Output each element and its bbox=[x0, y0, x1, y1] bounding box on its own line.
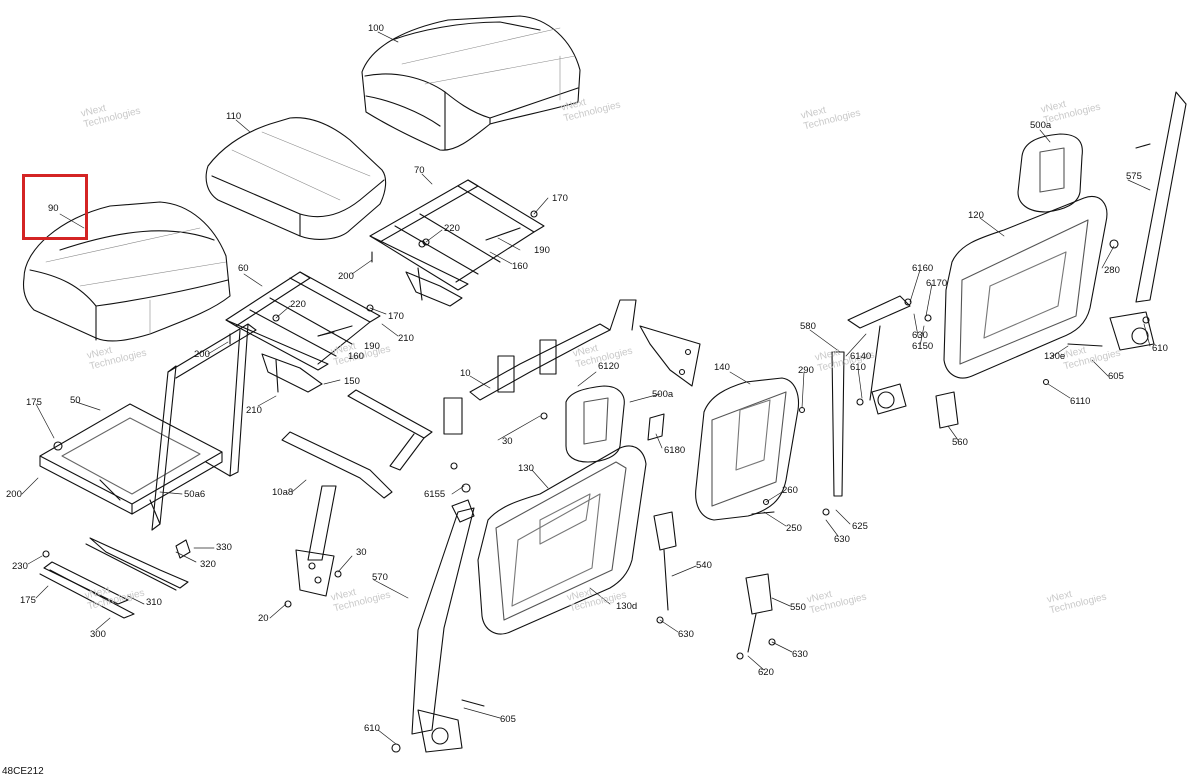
callout-230[interactable]: 230 bbox=[12, 561, 28, 572]
callout-50[interactable]: 50 bbox=[70, 395, 81, 406]
callout-250[interactable]: 250 bbox=[786, 523, 802, 534]
callout-605[interactable]: 605 bbox=[500, 714, 516, 725]
callout-210[interactable]: 210 bbox=[246, 405, 262, 416]
callout-630[interactable]: 630 bbox=[678, 629, 694, 640]
bracket-6180[interactable] bbox=[648, 414, 664, 440]
backrest-120[interactable] bbox=[944, 196, 1107, 378]
retractor-6140[interactable] bbox=[848, 296, 910, 414]
callout-90[interactable]: 90 bbox=[48, 203, 59, 214]
callout-630[interactable]: 630 bbox=[792, 649, 808, 660]
callout-500a[interactable]: 500a bbox=[1030, 120, 1052, 131]
backrest-130[interactable] bbox=[478, 446, 646, 634]
figure-id: 48CE212 bbox=[2, 766, 44, 777]
callout-6120[interactable]: 6120 bbox=[598, 361, 620, 372]
callout-6150[interactable]: 6150 bbox=[912, 341, 934, 352]
callout-320[interactable]: 320 bbox=[200, 559, 216, 570]
callout-60[interactable]: 60 bbox=[238, 263, 249, 274]
callout-30[interactable]: 30 bbox=[356, 547, 367, 558]
headrest-500a-middle[interactable] bbox=[566, 386, 624, 462]
callout-130d[interactable]: 130d bbox=[616, 601, 638, 612]
callout-160[interactable]: 160 bbox=[348, 351, 364, 362]
callout-210[interactable]: 210 bbox=[398, 333, 414, 344]
callout-160[interactable]: 160 bbox=[512, 261, 528, 272]
callout-50a6[interactable]: 50a6 bbox=[184, 489, 206, 500]
callout-6155[interactable]: 6155 bbox=[424, 489, 446, 500]
callout-310[interactable]: 310 bbox=[146, 597, 162, 608]
callout-610[interactable]: 610 bbox=[364, 723, 380, 734]
callout-220[interactable]: 220 bbox=[290, 299, 306, 310]
callout-575[interactable]: 575 bbox=[1126, 171, 1142, 182]
callout-560[interactable]: 560 bbox=[952, 437, 968, 448]
seat-cushion-100[interactable] bbox=[362, 16, 580, 150]
callout-220[interactable]: 220 bbox=[444, 223, 460, 234]
backrest-140[interactable] bbox=[696, 378, 799, 520]
callout-130e[interactable]: 130e bbox=[1044, 351, 1066, 362]
main-frame-10[interactable] bbox=[282, 300, 700, 596]
highlight-box bbox=[22, 174, 88, 240]
callout-630[interactable]: 630 bbox=[834, 534, 850, 545]
callout-100[interactable]: 100 bbox=[368, 23, 384, 34]
belt-580[interactable] bbox=[832, 352, 844, 496]
seat-belt-570[interactable] bbox=[412, 500, 474, 752]
callout-170[interactable]: 170 bbox=[552, 193, 568, 204]
seat-belt-575[interactable] bbox=[1110, 92, 1186, 350]
headrest-500a-right[interactable] bbox=[1018, 134, 1082, 212]
leader-lines bbox=[22, 32, 1150, 744]
callout-620[interactable]: 620 bbox=[758, 667, 774, 678]
callout-605[interactable]: 605 bbox=[1108, 371, 1124, 382]
buckle-550[interactable] bbox=[746, 574, 772, 652]
buckle-560[interactable] bbox=[936, 392, 958, 428]
callout-10[interactable]: 10 bbox=[460, 368, 471, 379]
buckle-540[interactable] bbox=[654, 512, 676, 610]
callout-6160[interactable]: 6160 bbox=[912, 263, 934, 274]
callout-6110[interactable]: 6110 bbox=[1070, 396, 1091, 407]
callout-6180[interactable]: 6180 bbox=[664, 445, 686, 456]
callout-120[interactable]: 120 bbox=[968, 210, 984, 221]
callout-550[interactable]: 550 bbox=[790, 602, 806, 613]
callout-110[interactable]: 110 bbox=[226, 111, 242, 122]
callout-6170[interactable]: 6170 bbox=[926, 278, 948, 289]
callout-570[interactable]: 570 bbox=[372, 572, 388, 583]
seat-frame-60[interactable] bbox=[226, 272, 380, 392]
callout-175[interactable]: 175 bbox=[26, 397, 42, 408]
callout-175[interactable]: 175 bbox=[20, 595, 36, 606]
callout-300[interactable]: 300 bbox=[90, 629, 106, 640]
callout-610[interactable]: 610 bbox=[850, 362, 866, 373]
callout-170[interactable]: 170 bbox=[388, 311, 404, 322]
callout-625[interactable]: 625 bbox=[852, 521, 868, 532]
callout-610[interactable]: 610 bbox=[1152, 343, 1168, 354]
callout-190[interactable]: 190 bbox=[364, 341, 380, 352]
callout-20[interactable]: 20 bbox=[258, 613, 269, 624]
callout-6140[interactable]: 6140 bbox=[850, 351, 872, 362]
callout-200[interactable]: 200 bbox=[338, 271, 354, 282]
fasteners bbox=[273, 211, 1149, 752]
callout-500a[interactable]: 500a bbox=[652, 389, 674, 400]
callout-150[interactable]: 150 bbox=[344, 376, 360, 387]
seat-cushion-90[interactable] bbox=[23, 202, 230, 341]
seat-cushion-110[interactable] bbox=[206, 118, 385, 240]
callout-140[interactable]: 140 bbox=[714, 362, 730, 373]
seat-frame-70[interactable] bbox=[370, 180, 544, 306]
callout-260[interactable]: 260 bbox=[782, 485, 798, 496]
callout-330[interactable]: 330 bbox=[216, 542, 232, 553]
callout-10a8[interactable]: 10a8 bbox=[272, 487, 294, 498]
callout-190[interactable]: 190 bbox=[534, 245, 550, 256]
callout-580[interactable]: 580 bbox=[800, 321, 816, 332]
callout-540[interactable]: 540 bbox=[696, 560, 712, 571]
callout-130[interactable]: 130 bbox=[518, 463, 534, 474]
callout-290[interactable]: 290 bbox=[798, 365, 814, 376]
seat-base-frame-50[interactable] bbox=[40, 324, 256, 530]
callout-70[interactable]: 70 bbox=[414, 165, 425, 176]
seat-rails-300[interactable] bbox=[40, 538, 190, 618]
callout-630[interactable]: 630 bbox=[912, 330, 928, 341]
callout-30[interactable]: 30 bbox=[502, 436, 513, 447]
callout-200[interactable]: 200 bbox=[6, 489, 22, 500]
callout-280[interactable]: 280 bbox=[1104, 265, 1120, 276]
callout-200[interactable]: 200 bbox=[194, 349, 210, 360]
